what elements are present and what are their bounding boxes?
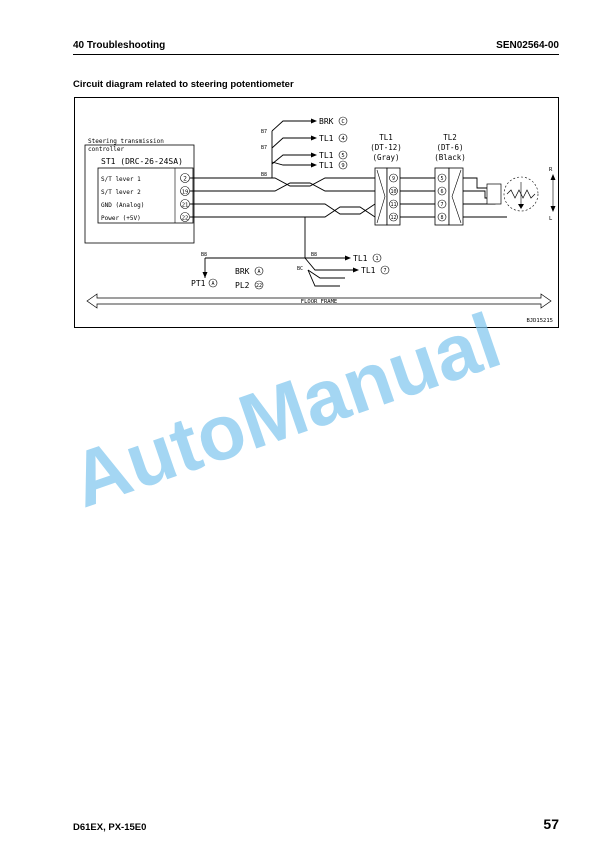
branch-pin: 7 [383,268,386,274]
tl1-pin: 9 [392,176,395,182]
controller-box: Steering transmission controller ST1 (DR… [84,138,195,244]
connector-tl2: TL2 (DT-6) (Black) 5 6 7 8 [434,133,466,226]
section-title: Circuit diagram related to steering pote… [73,79,294,90]
pin-number: 2 [183,175,187,182]
tl1-pin: 12 [390,215,396,221]
branch-pin: A [257,269,260,275]
branch-pin: A [211,281,214,287]
splice-b7: B7 [261,145,267,151]
splice-b8: B8 [311,252,317,258]
branch-name: PL2 [235,281,250,290]
branch-pin: 5 [341,153,344,159]
circuit-diagram: Steering transmission controller ST1 (DR… [74,97,559,328]
branch-pin: 9 [341,163,344,169]
branch-name: TL1 [361,266,376,275]
tl2-color: (Black) [434,153,466,162]
controller-label-2: controller [88,146,125,153]
steering-potentiometer-symbol [486,174,556,212]
branch-name: TL1 [319,134,334,143]
pin-label-st-lever-2: S/T lever 2 [101,189,141,196]
floor-frame-arrow [86,293,552,309]
branch-name: TL1 [319,151,334,160]
pin-number: 21 [182,202,189,208]
pin-label-st-lever-1: S/T lever 1 [101,176,141,183]
splice-b7: B7 [261,129,267,135]
tl2-type: (DT-6) [436,143,463,152]
floor-frame-label: FLOOR FRAME [301,299,337,305]
connector-st1-label: ST1 (DRC-26-24SA) [101,157,183,166]
branch-arrows [202,118,359,278]
splice-b8: B8 [261,172,267,178]
tl2-pin: 8 [440,215,443,221]
branch-pin: 1 [375,256,378,262]
branch-pin: 4 [341,136,345,142]
pin-number: 19 [182,189,189,195]
pin-label-gnd: GND (Analog) [101,202,144,209]
tl2-pin: 7 [440,202,443,208]
branch-name: BRK [319,117,334,126]
pin-number: 22 [182,215,189,221]
page-number: 57 [543,816,559,832]
header-doc-code: SEN02564-00 [496,40,559,51]
watermark: AutoManual [60,295,511,525]
pot-r-label: R [549,167,553,173]
header-section: 40 Troubleshooting [73,40,166,51]
controller-label-1: Steering transmission [88,138,164,145]
tl1-type: (DT-12) [370,143,402,152]
splice-bc: BC [297,266,303,272]
tl1-color: (Gray) [372,153,399,162]
tl2-pin: 6 [440,189,443,195]
splice-b8: B8 [201,252,207,258]
wiring [190,120,507,287]
tl1-name: TL1 [379,133,393,142]
branch-pin: C [341,119,344,125]
header-rule [73,54,559,55]
branch-name: TL1 [353,254,368,263]
connector-tl1: TL1 (DT-12) (Gray) 9 10 11 12 [370,133,402,226]
tl1-pin: 10 [390,189,396,195]
pot-l-label: L [549,216,553,222]
branch-name: BRK [235,267,250,276]
branch-name: PT1 [191,279,206,288]
branch-name: TL1 [319,161,334,170]
pin-label-power: Power (+5V) [101,215,141,222]
tl1-pin: 11 [390,202,396,208]
tl2-pin: 5 [440,176,443,182]
figure-code: BJD15215 [527,318,554,324]
tl2-name: TL2 [443,133,457,142]
branch-pin: 22 [256,283,262,289]
footer-model: D61EX, PX-15E0 [73,822,147,833]
